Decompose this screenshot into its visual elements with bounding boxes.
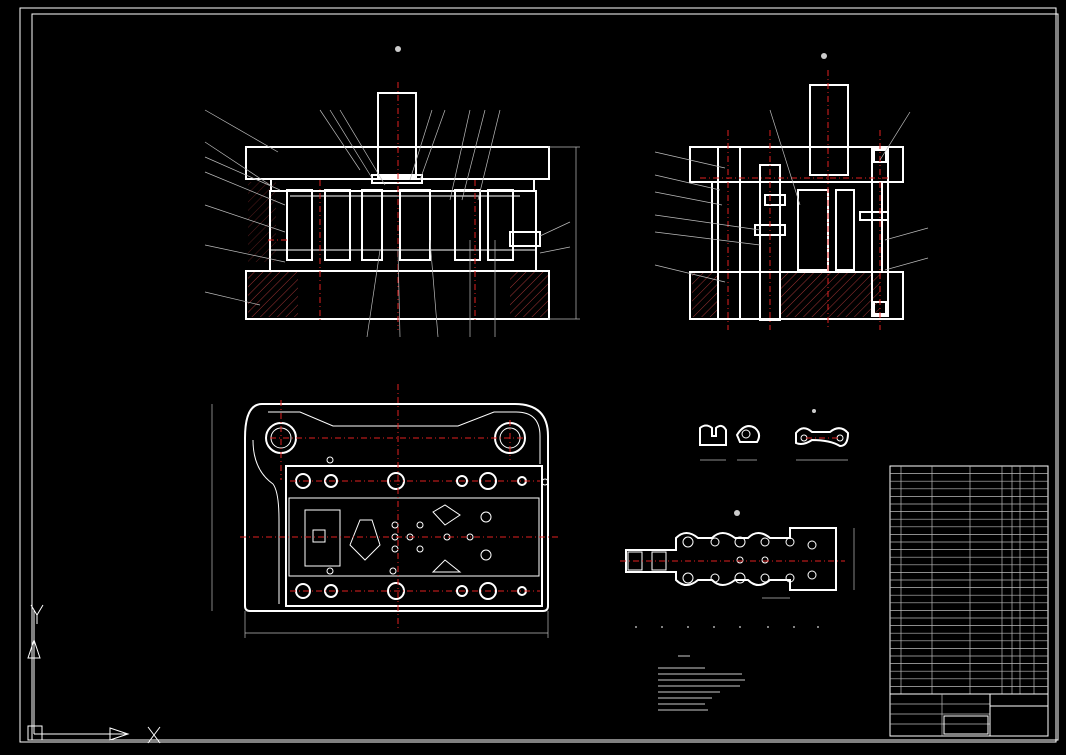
strip-layout[interactable] — [620, 510, 855, 628]
ucs-icon — [27, 604, 161, 744]
technical-notes — [658, 655, 745, 711]
bolt-holes — [295, 456, 549, 600]
x-axis-label-icon — [147, 726, 161, 744]
plan-view[interactable] — [211, 384, 560, 638]
drawing-frame — [19, 7, 1059, 743]
view-marker — [734, 510, 740, 516]
y-axis-label-icon — [30, 604, 44, 624]
title-block[interactable] — [889, 693, 1049, 737]
strip-station-ticks — [635, 626, 819, 628]
bom-table[interactable] — [889, 465, 1049, 695]
bom-rows — [890, 473, 1048, 687]
front-section-view[interactable] — [204, 46, 580, 338]
detail-views — [699, 409, 850, 461]
view-marker — [395, 46, 401, 52]
side-section-view[interactable] — [654, 53, 929, 330]
view-marker — [821, 53, 827, 59]
